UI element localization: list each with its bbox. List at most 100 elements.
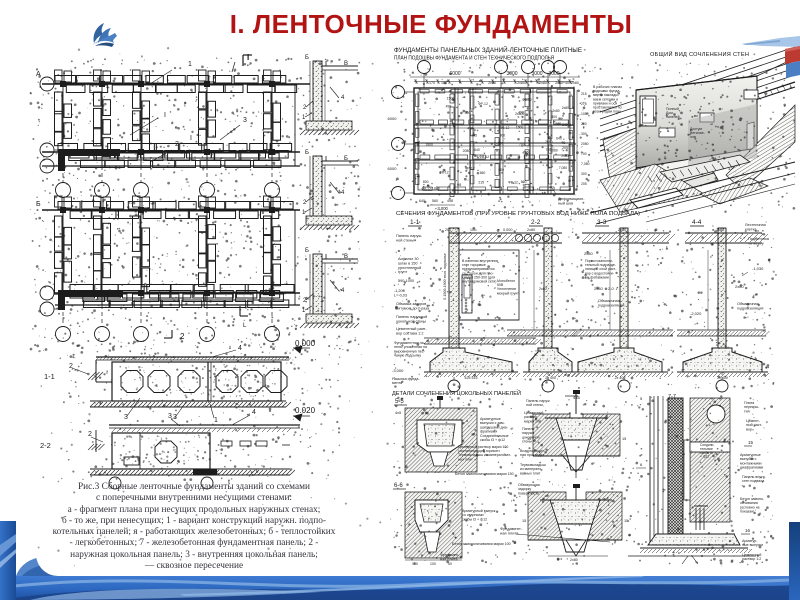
svg-text:170: 170	[429, 81, 435, 85]
svg-text:В: В	[344, 254, 348, 260]
svg-text:640: 640	[474, 148, 480, 152]
svg-text:1500: 1500	[425, 143, 433, 147]
svg-text:4: 4	[341, 95, 345, 101]
svg-text:вор: вор	[746, 427, 752, 431]
svg-text:2x80: 2x80	[562, 106, 569, 110]
svg-text:7,080: 7,080	[581, 162, 590, 166]
svg-text:ФВ-12: ФВ-12	[522, 98, 532, 102]
svg-text:1: 1	[188, 61, 192, 68]
svg-text:всем рядам план: всем рядам план	[593, 110, 621, 114]
svg-text:Цементный раствор марки 100: Цементный раствор марки 100	[458, 445, 508, 449]
svg-text:мента наклады-: мента наклады-	[593, 93, 620, 97]
svg-text:Арматурные: Арматурные	[740, 453, 761, 457]
svg-text:Термовкладыш из минераловат-: Термовкладыш из минераловат-	[458, 453, 512, 457]
svg-text:560: 560	[432, 199, 438, 203]
svg-text:Полный: Полный	[666, 107, 679, 111]
svg-text:цокольной: цокольной	[522, 435, 540, 439]
svg-text:-2,020: -2,020	[690, 311, 702, 316]
svg-text:Ветилае-: Ветилае-	[690, 131, 706, 135]
svg-text:В: В	[344, 61, 348, 67]
svg-text:вор с водостойки-: вор с водостойки-	[585, 271, 615, 275]
svg-text:6000: 6000	[388, 116, 398, 121]
svg-text:590-1000: 590-1000	[398, 279, 414, 283]
svg-text:по мерту: по мерту	[748, 241, 764, 245]
svg-text:1: 1	[302, 308, 306, 314]
svg-text:560: 560	[480, 171, 486, 175]
svg-text:4: 4	[238, 345, 242, 352]
svg-text:15: 15	[522, 519, 526, 523]
svg-text:4x5: 4x5	[573, 395, 580, 400]
svg-text:стены: стены	[522, 440, 532, 444]
svg-text:2080: 2080	[581, 142, 589, 146]
svg-text:панелей: панелей	[666, 115, 680, 119]
svg-text:Обмазка зазоров: Обмазка зазоров	[396, 302, 426, 306]
svg-text:50В: 50В	[497, 283, 504, 287]
svg-text:шатрушами диа-: шатрушами диа-	[480, 425, 509, 429]
svg-text:2x 400: 2x 400	[545, 376, 556, 380]
svg-text:3-3: 3-3	[597, 219, 607, 226]
svg-text:(условно не: (условно не	[740, 505, 760, 509]
svg-text:уплотненный: уплотненный	[398, 266, 421, 270]
svg-text:2x80: 2x80	[539, 287, 547, 291]
svg-text:монтажными: монтажными	[740, 461, 762, 465]
svg-text:В панелях внутренних: В панелях внутренних	[462, 259, 498, 263]
svg-text:6000: 6000	[388, 166, 398, 171]
svg-text:2x80: 2x80	[488, 81, 496, 85]
svg-text:2x80: 2x80	[517, 81, 525, 85]
svg-text:Соединительные: Соединительные	[480, 434, 509, 438]
svg-text:4: 4	[341, 190, 345, 196]
svg-text:3000: 3000	[548, 71, 559, 77]
svg-text:вор состава 1:2: вор состава 1:2	[396, 331, 423, 335]
svg-text:Бетон замоноличивания марки 10: Бетон замоноличивания марки 100	[452, 542, 511, 546]
svg-text:425 515: 425 515	[465, 376, 478, 380]
svg-text:-3,000: -3,000	[392, 368, 404, 373]
svg-text:стен торцовые: стен торцовые	[462, 263, 486, 267]
svg-text:Подбетонка: Подбетонка	[748, 237, 770, 241]
svg-text:3: 3	[124, 414, 128, 421]
svg-text:мента: мента	[392, 381, 402, 385]
svg-text:Б: Б	[305, 55, 309, 61]
svg-text:2: 2	[69, 363, 73, 370]
svg-text:ФВ-12: ФВ-12	[479, 155, 489, 159]
svg-text:скобы t3 + ф12: скобы t3 + ф12	[480, 438, 505, 442]
svg-text:Фундамент-: Фундамент-	[500, 526, 523, 531]
svg-text:4x5: 4x5	[395, 411, 401, 415]
svg-text:2x800: 2x800	[515, 112, 524, 116]
svg-text:Панель внутр.: Панель внутр.	[742, 475, 766, 479]
svg-text:2x80: 2x80	[584, 251, 593, 256]
svg-text:498: 498	[447, 199, 453, 203]
svg-text:100: 100	[430, 562, 436, 566]
svg-text:привязки и оси: привязки и оси	[593, 101, 617, 105]
svg-text:Термовкладыш: Термовкладыш	[520, 463, 546, 467]
svg-text:са сторон, для про-: са сторон, для про-	[462, 271, 494, 275]
svg-text:6000: 6000	[449, 71, 460, 77]
svg-text:выпуски с: выпуски с	[740, 457, 757, 461]
svg-text:300: 300	[499, 134, 505, 138]
svg-text:0.000: 0.000	[503, 228, 513, 232]
svg-text:1-1: 1-1	[410, 219, 420, 226]
svg-text:Насыпка фунда-: Насыпка фунда-	[392, 377, 420, 381]
svg-text:Монобетон: Монобетон	[497, 279, 515, 283]
svg-text:640: 640	[419, 199, 425, 203]
svg-text:грунт: грунт	[398, 270, 407, 274]
svg-text:Панель: Панель	[522, 427, 535, 431]
svg-text:ФУНДАМЕНТЫ ПАНЕЛЬНЫХ ЗДАНИЙ-ЛЕ: ФУНДАМЕНТЫ ПАНЕЛЬНЫХ ЗДАНИЙ-ЛЕНТОЧНЫЕ ПЛ…	[394, 45, 582, 54]
svg-text:со сварными: со сварными	[462, 513, 484, 517]
svg-text:4: 4	[341, 288, 345, 294]
svg-text:Асфальт 30: Асфальт 30	[398, 257, 419, 261]
svg-text:диафрагмами: диафрагмами	[740, 466, 763, 470]
svg-text:275: 275	[581, 102, 587, 106]
svg-text:предусматриваются: предусматриваются	[462, 267, 495, 271]
svg-text:0.000: 0.000	[295, 339, 316, 348]
svg-text:цокольной стены: цокольной стены	[396, 319, 426, 323]
svg-text:гидроизоляция: гидроизоляция	[737, 306, 763, 310]
svg-text:2x800: 2x800	[562, 123, 571, 127]
svg-text:800: 800	[498, 168, 504, 172]
svg-text:личивания: личивания	[740, 501, 758, 505]
svg-text:1: 1	[302, 210, 306, 216]
svg-text:2-2: 2-2	[531, 219, 541, 226]
svg-text:L: L	[243, 323, 247, 329]
svg-text:700: 700	[545, 148, 551, 152]
svg-text:2x80: 2x80	[552, 109, 559, 113]
svg-text:15: 15	[624, 519, 628, 523]
